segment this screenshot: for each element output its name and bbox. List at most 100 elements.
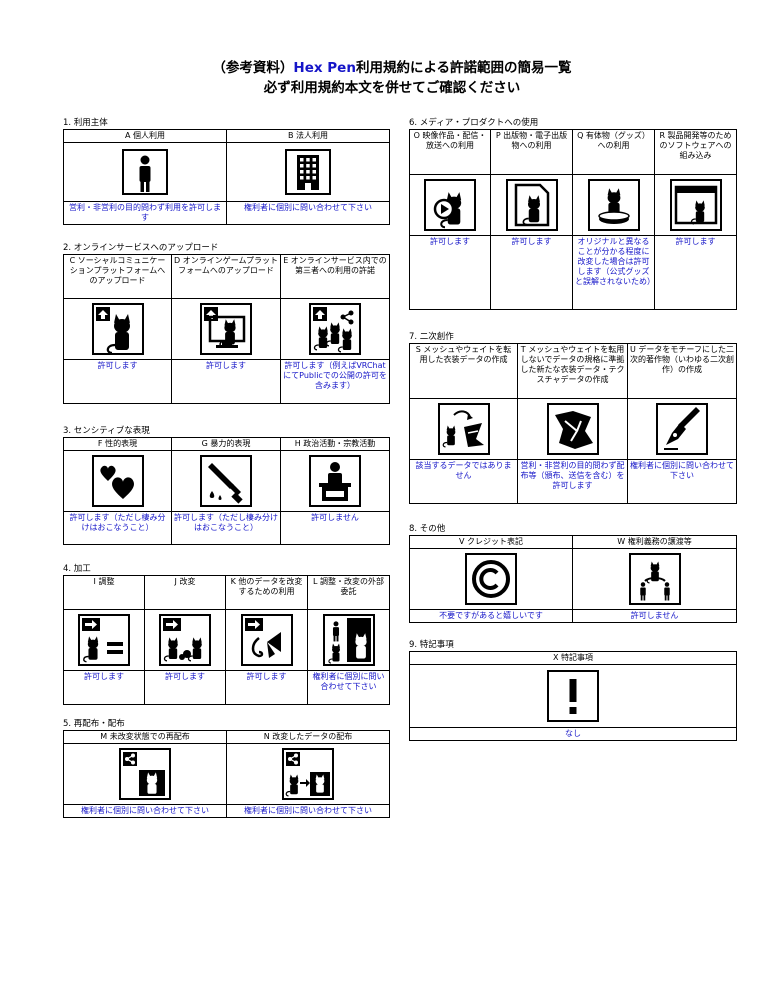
item-icon-cell <box>63 298 172 360</box>
section-sensitive-expression: 3. センシティブな表現 F 性的表現 G 暴力的表現 H 政治活動・宗教活動 <box>63 425 390 545</box>
page-title: （参考資料）Hex Pen利用規約による許諾範囲の簡易一覧 必ず利用規約本文を併… <box>0 58 784 98</box>
figure-goods-icon <box>587 179 640 231</box>
section-title: 8. その他 <box>409 524 446 534</box>
item-result-h: 許可しません <box>280 511 390 545</box>
upload-monitor-icon <box>200 303 252 355</box>
license-table: X 特記事項 なし <box>409 651 737 741</box>
item-icon-cell <box>409 664 737 728</box>
item-result-g: 許可します（ただし棲み分けはおこなうこと） <box>171 511 281 545</box>
item-icon-cell <box>171 450 281 512</box>
distribute-modified-icon <box>282 748 334 800</box>
title-suffix: 利用規約による許諾範囲の簡易一覧 <box>355 60 572 76</box>
item-icon-cell <box>307 609 390 671</box>
license-table: C ソーシャルコミュニケーションプラットフォームへのアップロード D オンライン… <box>63 254 390 404</box>
item-result-j: 許可します <box>144 670 226 705</box>
building-icon <box>285 149 331 195</box>
cloth-transfer-icon <box>437 403 490 455</box>
item-label-i: I 調整 <box>63 575 145 610</box>
section-online-upload: 2. オンラインサービスへのアップロード C ソーシャルコミュニケーションプラッ… <box>63 242 390 404</box>
bloody-knife-icon <box>200 455 252 507</box>
item-label-f: F 性的表現 <box>63 437 172 451</box>
item-label-e: E オンラインサービス内での第三者への利用の許諾 <box>280 254 390 299</box>
item-icon-cell <box>226 743 390 805</box>
item-result-p: 許可します <box>490 235 573 310</box>
item-icon-cell <box>654 174 737 236</box>
item-icon-cell <box>280 450 390 512</box>
license-table: F 性的表現 G 暴力的表現 H 政治活動・宗教活動 <box>63 437 390 545</box>
item-label-k: K 他のデータを改変するための利用 <box>225 575 308 610</box>
license-table: S メッシュやウェイトを転用した衣装データの作成 T メッシュやウェイトを転用し… <box>409 343 737 504</box>
item-label-p: P 出版物・電子出版物への利用 <box>490 129 573 175</box>
ribbon-icon <box>240 614 293 666</box>
section-title: 3. センシティブな表現 <box>63 426 150 436</box>
item-icon-cell <box>63 450 172 512</box>
title-prefix: （参考資料） <box>212 60 294 76</box>
section-special-notes: 9. 特記事項 X 特記事項 なし <box>409 639 737 741</box>
item-icon-cell <box>63 743 227 805</box>
item-label-n: N 改変したデータの配布 <box>226 730 390 744</box>
item-result-f: 許可します（ただし棲み分けはおこなうこと） <box>63 511 172 545</box>
item-label-r: R 製品開発等のためのソフトウェアへの組み込み <box>654 129 737 175</box>
copyright-icon <box>465 553 517 605</box>
fountain-pen-icon <box>656 403 708 455</box>
item-icon-cell <box>171 298 281 360</box>
item-label-g: G 暴力的表現 <box>171 437 281 451</box>
page-subtitle: 必ず利用規約本文を併せてご確認ください <box>263 80 521 96</box>
item-icon-cell <box>63 609 145 671</box>
section-usage-subject: 1. 利用主体 A 個人利用 B 法人利用 <box>63 117 390 225</box>
license-table: M 未改変状態での再配布 N 改変したデータの配布 <box>63 730 390 818</box>
section-title: 1. 利用主体 <box>63 118 108 128</box>
section-other: 8. その他 V クレジット表記 W 権利義務の譲渡等 <box>409 523 737 623</box>
item-icon-cell <box>517 398 628 460</box>
license-table: V クレジット表記 W 権利義務の譲渡等 <box>409 535 737 623</box>
page-title-line: （参考資料）Hex Pen利用規約による許諾範囲の簡易一覧 <box>0 58 784 78</box>
document-icon <box>505 179 558 231</box>
item-icon-cell <box>63 142 227 202</box>
item-label-l: L 調整・改変の外部委託 <box>307 575 390 610</box>
item-label-x: X 特記事項 <box>409 651 737 665</box>
share-avatars-icon <box>309 303 361 355</box>
item-label-o: O 映像作品・配信・放送への利用 <box>409 129 491 175</box>
license-table: O 映像作品・配信・放送への利用 P 出版物・電子出版物への利用 Q 有体物（グ… <box>409 129 737 310</box>
item-result-v: 不要ですがあると嬉しいです <box>409 609 573 623</box>
hearts-icon <box>91 455 144 507</box>
item-label-b: B 法人利用 <box>226 129 390 143</box>
new-cloth-icon <box>546 403 599 455</box>
item-icon-cell <box>572 174 655 236</box>
section-title: 7. 二次創作 <box>409 332 454 342</box>
item-label-d: D オンラインゲームプラットフォームへのアップロード <box>171 254 281 299</box>
section-derivative-works: 7. 二次創作 S メッシュやウェイトを転用した衣装データの作成 T メッシュや… <box>409 331 737 504</box>
section-processing: 4. 加工 I 調整 J 改変 K 他のデータを改変するための利用 L 調整・改… <box>63 563 390 705</box>
item-result-w: 許可しません <box>572 609 737 623</box>
license-table: I 調整 J 改変 K 他のデータを改変するための利用 L 調整・改変の外部委託 <box>63 575 390 705</box>
item-result-k: 許可します <box>225 670 308 705</box>
item-result-b: 権利者に個別に問い合わせて下さい <box>226 201 390 225</box>
item-result-q: オリジナルと異なることが分かる程度に改変した場合は許可します（公式グッズと誤解さ… <box>572 235 655 310</box>
item-result-x: なし <box>409 727 737 741</box>
section-title: 5. 再配布・配布 <box>63 719 125 729</box>
section-redistribution: 5. 再配布・配布 M 未改変状態での再配布 N 改変したデータの配布 <box>63 718 390 818</box>
item-result-o: 許可します <box>409 235 491 310</box>
section-title: 2. オンラインサービスへのアップロード <box>63 243 219 253</box>
item-icon-cell <box>144 609 226 671</box>
item-result-n: 権利者に個別に問い合わせて下さい <box>226 804 390 818</box>
person-icon <box>122 149 168 195</box>
title-brand: Hex Pen <box>293 60 356 76</box>
adjust-equals-icon <box>78 614 130 666</box>
podium-speaker-icon <box>309 455 361 507</box>
item-result-u: 権利者に個別に問い合わせて下さい <box>627 459 737 504</box>
item-icon-cell <box>226 142 390 202</box>
item-label-q: Q 有体物（グッズ）への利用 <box>572 129 655 175</box>
redistribute-icon <box>119 748 171 800</box>
item-result-s: 該当するデータではありません <box>409 459 518 504</box>
item-result-e: 許可します（例えばVRChatにてPublicでの公開の許可を含みます） <box>280 359 390 404</box>
item-result-a: 営利・非営利の目的問わず利用を許可します <box>63 201 227 225</box>
item-label-j: J 改変 <box>144 575 226 610</box>
item-icon-cell <box>225 609 308 671</box>
item-result-i: 許可します <box>63 670 145 705</box>
item-label-m: M 未改変状態での再配布 <box>63 730 227 744</box>
item-label-w: W 権利義務の譲渡等 <box>572 535 737 549</box>
video-play-icon <box>424 179 476 231</box>
modify-icon <box>159 614 211 666</box>
item-icon-cell <box>280 298 390 360</box>
